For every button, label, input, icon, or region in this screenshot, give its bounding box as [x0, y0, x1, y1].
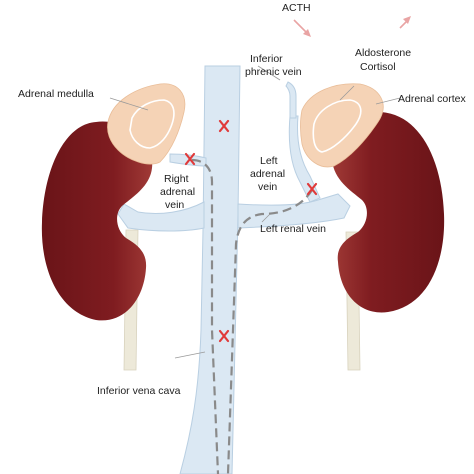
aldosterone-label: Aldosterone	[355, 47, 411, 59]
right-adrenal-vein-label-line3: vein	[165, 199, 184, 211]
venous-system	[117, 65, 351, 474]
inferior-phrenic-vein-label-line1: Inferior	[250, 53, 283, 65]
x-mark-icon	[184, 152, 196, 166]
cortisol-label: Cortisol	[360, 61, 396, 73]
left-kidney	[331, 111, 445, 313]
right-kidney	[41, 121, 153, 321]
inferior-phrenic-vein-label-line2: phrenic vein	[245, 66, 302, 78]
arrow-up-right-icon	[293, 19, 311, 37]
left-adrenal-vein-label-line3: vein	[258, 181, 277, 193]
inferior-vena-cava-label: Inferior vena cava	[97, 385, 181, 397]
right-adrenal-gland	[107, 83, 186, 165]
inferior-phrenic-vein	[285, 81, 297, 119]
x-mark-icon	[218, 329, 230, 343]
left-adrenal-gland	[300, 83, 384, 168]
leader-lines	[109, 65, 401, 359]
right-adrenal-medulla	[129, 99, 175, 149]
left-renal-vein-label: Left renal vein	[260, 223, 326, 235]
catheter-path-left	[226, 189, 313, 474]
x-mark-icon	[306, 182, 318, 196]
adrenal-medulla-label: Adrenal medulla	[18, 88, 94, 100]
inferior-vena-cava	[179, 65, 241, 474]
right-adrenal-vein-label-line2: adrenal	[160, 186, 195, 198]
left-adrenal-vein-label-line1: Left	[260, 155, 278, 167]
right-renal-vein	[117, 201, 205, 232]
left-adrenal-vein-label-line2: adrenal	[250, 168, 285, 180]
left-renal-vein	[237, 193, 351, 229]
left-adrenal-medulla	[312, 99, 362, 153]
arrow-up-right-icon	[399, 16, 411, 29]
left-adrenal-vein	[288, 115, 321, 203]
acth-label: ACTH	[282, 2, 311, 14]
x-mark-icon	[218, 119, 230, 133]
catheter-path	[191, 158, 220, 474]
right-adrenal-vein-label-line1: Right	[164, 173, 189, 185]
adrenal-cortex-label: Adrenal cortex	[398, 93, 466, 105]
